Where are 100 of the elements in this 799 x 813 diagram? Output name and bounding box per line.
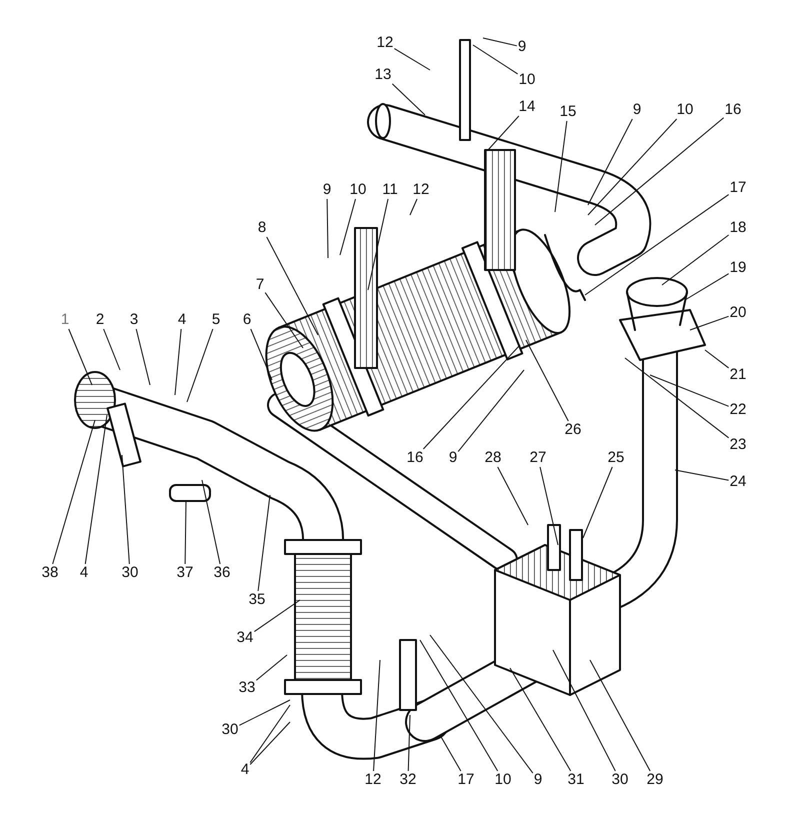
callout-number: 12 — [364, 772, 382, 788]
callout-number: 9 — [448, 450, 458, 466]
callout-number: 10 — [494, 772, 512, 788]
callout-number: 19 — [730, 260, 746, 276]
callout-number: 25 — [608, 450, 624, 466]
leader-line — [258, 494, 270, 592]
leader-line — [394, 48, 430, 70]
leader-line — [254, 600, 300, 632]
leader-line — [250, 722, 290, 765]
callout-number: 10 — [518, 72, 536, 88]
callout-number: 4 — [240, 762, 250, 778]
callout-number: 11 — [382, 182, 398, 198]
leader-line — [184, 500, 186, 564]
callout-number: 29 — [646, 772, 664, 788]
callout-number: 1 — [60, 312, 70, 328]
leader-line — [52, 420, 96, 564]
leader-line — [497, 466, 528, 526]
callout-number: 26 — [564, 422, 582, 438]
leader-line — [594, 117, 724, 226]
callout-number: 9 — [534, 772, 542, 788]
callout-number: 5 — [212, 312, 220, 328]
callout-number: 31 — [568, 772, 584, 788]
callout-number: 32 — [400, 772, 416, 788]
leader-line — [392, 83, 426, 116]
leader-line — [68, 328, 92, 386]
leader-line — [540, 466, 558, 546]
leader-line — [186, 328, 214, 402]
leader-line — [84, 414, 108, 564]
leader-line — [510, 668, 572, 772]
leader-line — [674, 470, 730, 481]
leader-line — [582, 466, 613, 538]
leader-line — [430, 634, 534, 774]
callout-number: 17 — [458, 772, 474, 788]
callout-number: 38 — [42, 565, 58, 581]
callout-number: 35 — [248, 592, 266, 608]
callout-number: 9 — [632, 102, 642, 118]
leader-line — [250, 328, 272, 380]
leader-line — [266, 236, 318, 336]
callout-number: 21 — [730, 367, 746, 383]
leader-line — [662, 234, 730, 286]
callout-number: 24 — [730, 474, 746, 490]
leader-line — [554, 120, 568, 212]
leader-line — [704, 350, 730, 368]
callout-number: 17 — [730, 180, 746, 196]
leader-line — [103, 328, 120, 370]
leader-line — [684, 273, 730, 300]
callout-number: 12 — [376, 35, 394, 51]
callout-number: 30 — [222, 722, 238, 738]
callout-number: 4 — [178, 312, 186, 328]
callout-number: 34 — [236, 630, 254, 646]
leader-line — [588, 118, 678, 216]
leader-line — [136, 328, 150, 386]
leader-line — [690, 316, 730, 330]
leader-line — [588, 118, 633, 206]
callout-number: 7 — [256, 277, 264, 293]
callout-number: 9 — [322, 182, 332, 198]
callout-number: 18 — [730, 220, 746, 236]
callout-number: 20 — [730, 305, 746, 321]
callout-number: 8 — [258, 220, 266, 236]
leader-line — [422, 344, 520, 450]
leader-line — [408, 714, 410, 772]
leader-line — [122, 454, 130, 564]
leader-line — [624, 358, 730, 438]
leader-line — [440, 734, 462, 772]
callout-number: 3 — [130, 312, 138, 328]
callout-number: 2 — [96, 312, 104, 328]
leader-line — [410, 198, 418, 216]
leader-line — [482, 38, 518, 46]
callout-number: 4 — [80, 565, 88, 581]
callout-number: 36 — [214, 565, 230, 581]
leader-line — [472, 44, 518, 74]
leader-line — [526, 340, 569, 422]
callout-number: 37 — [176, 565, 194, 581]
leader-line — [256, 654, 288, 681]
leader-line — [238, 700, 290, 726]
callout-number: 30 — [612, 772, 628, 788]
leader-line — [174, 328, 182, 396]
leader-line — [584, 194, 730, 296]
leader-line — [458, 370, 524, 452]
callout-number: 27 — [530, 450, 546, 466]
leader-line — [202, 480, 221, 564]
leader-line — [590, 660, 651, 772]
leader-line — [250, 704, 290, 764]
callout-number: 6 — [242, 312, 252, 328]
callout-number: 10 — [350, 182, 366, 198]
leader-line — [650, 374, 730, 407]
leader-line — [340, 198, 356, 256]
callout-number: 9 — [518, 39, 526, 55]
callout-number: 12 — [412, 182, 430, 198]
callout-number: 28 — [484, 450, 502, 466]
leader-line — [264, 292, 304, 348]
callout-number: 23 — [730, 437, 746, 453]
callout-number: 33 — [238, 680, 256, 696]
leader-line — [373, 660, 380, 772]
callout-number: 14 — [518, 99, 536, 115]
leader-line — [488, 116, 520, 150]
callout-number: 16 — [724, 102, 742, 118]
callout-number: 13 — [374, 67, 392, 83]
callout-number: 10 — [676, 102, 694, 118]
callout-number: 30 — [122, 565, 138, 581]
